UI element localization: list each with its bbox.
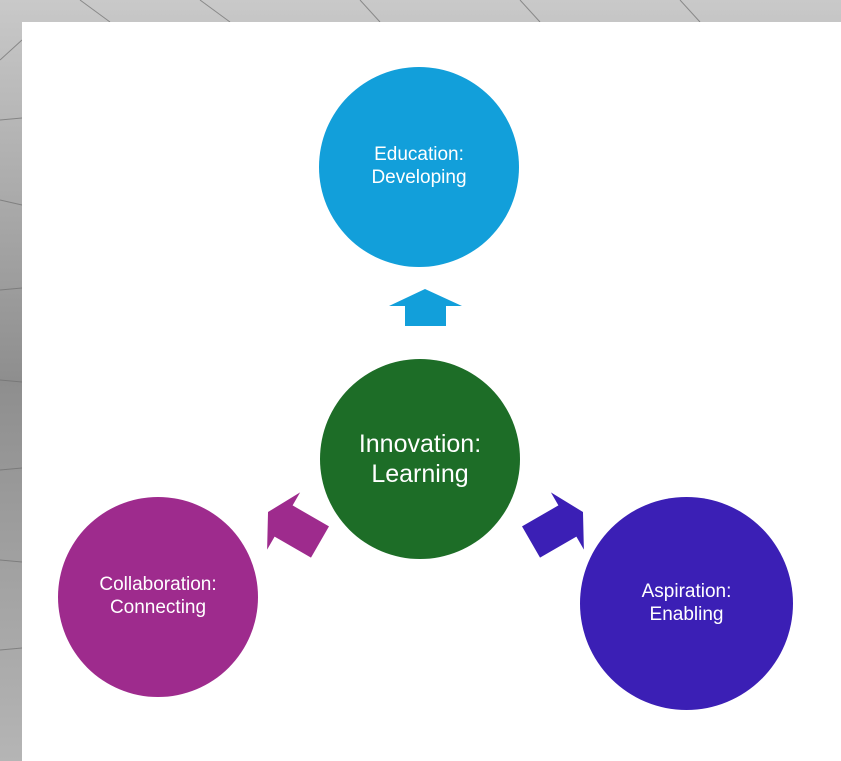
node-collaboration-label: Collaboration: Connecting (99, 574, 217, 618)
node-aspiration: Aspiration: Enabling (580, 497, 793, 710)
node-aspiration-label: Aspiration: Enabling (641, 580, 732, 625)
node-education-label: Education: Developing (371, 144, 467, 188)
node-collaboration: Collaboration: Connecting (58, 497, 258, 697)
node-education: Education: Developing (319, 67, 519, 267)
node-innovation-label: Innovation: Learning (358, 430, 482, 488)
node-innovation: Innovation: Learning (320, 359, 520, 559)
